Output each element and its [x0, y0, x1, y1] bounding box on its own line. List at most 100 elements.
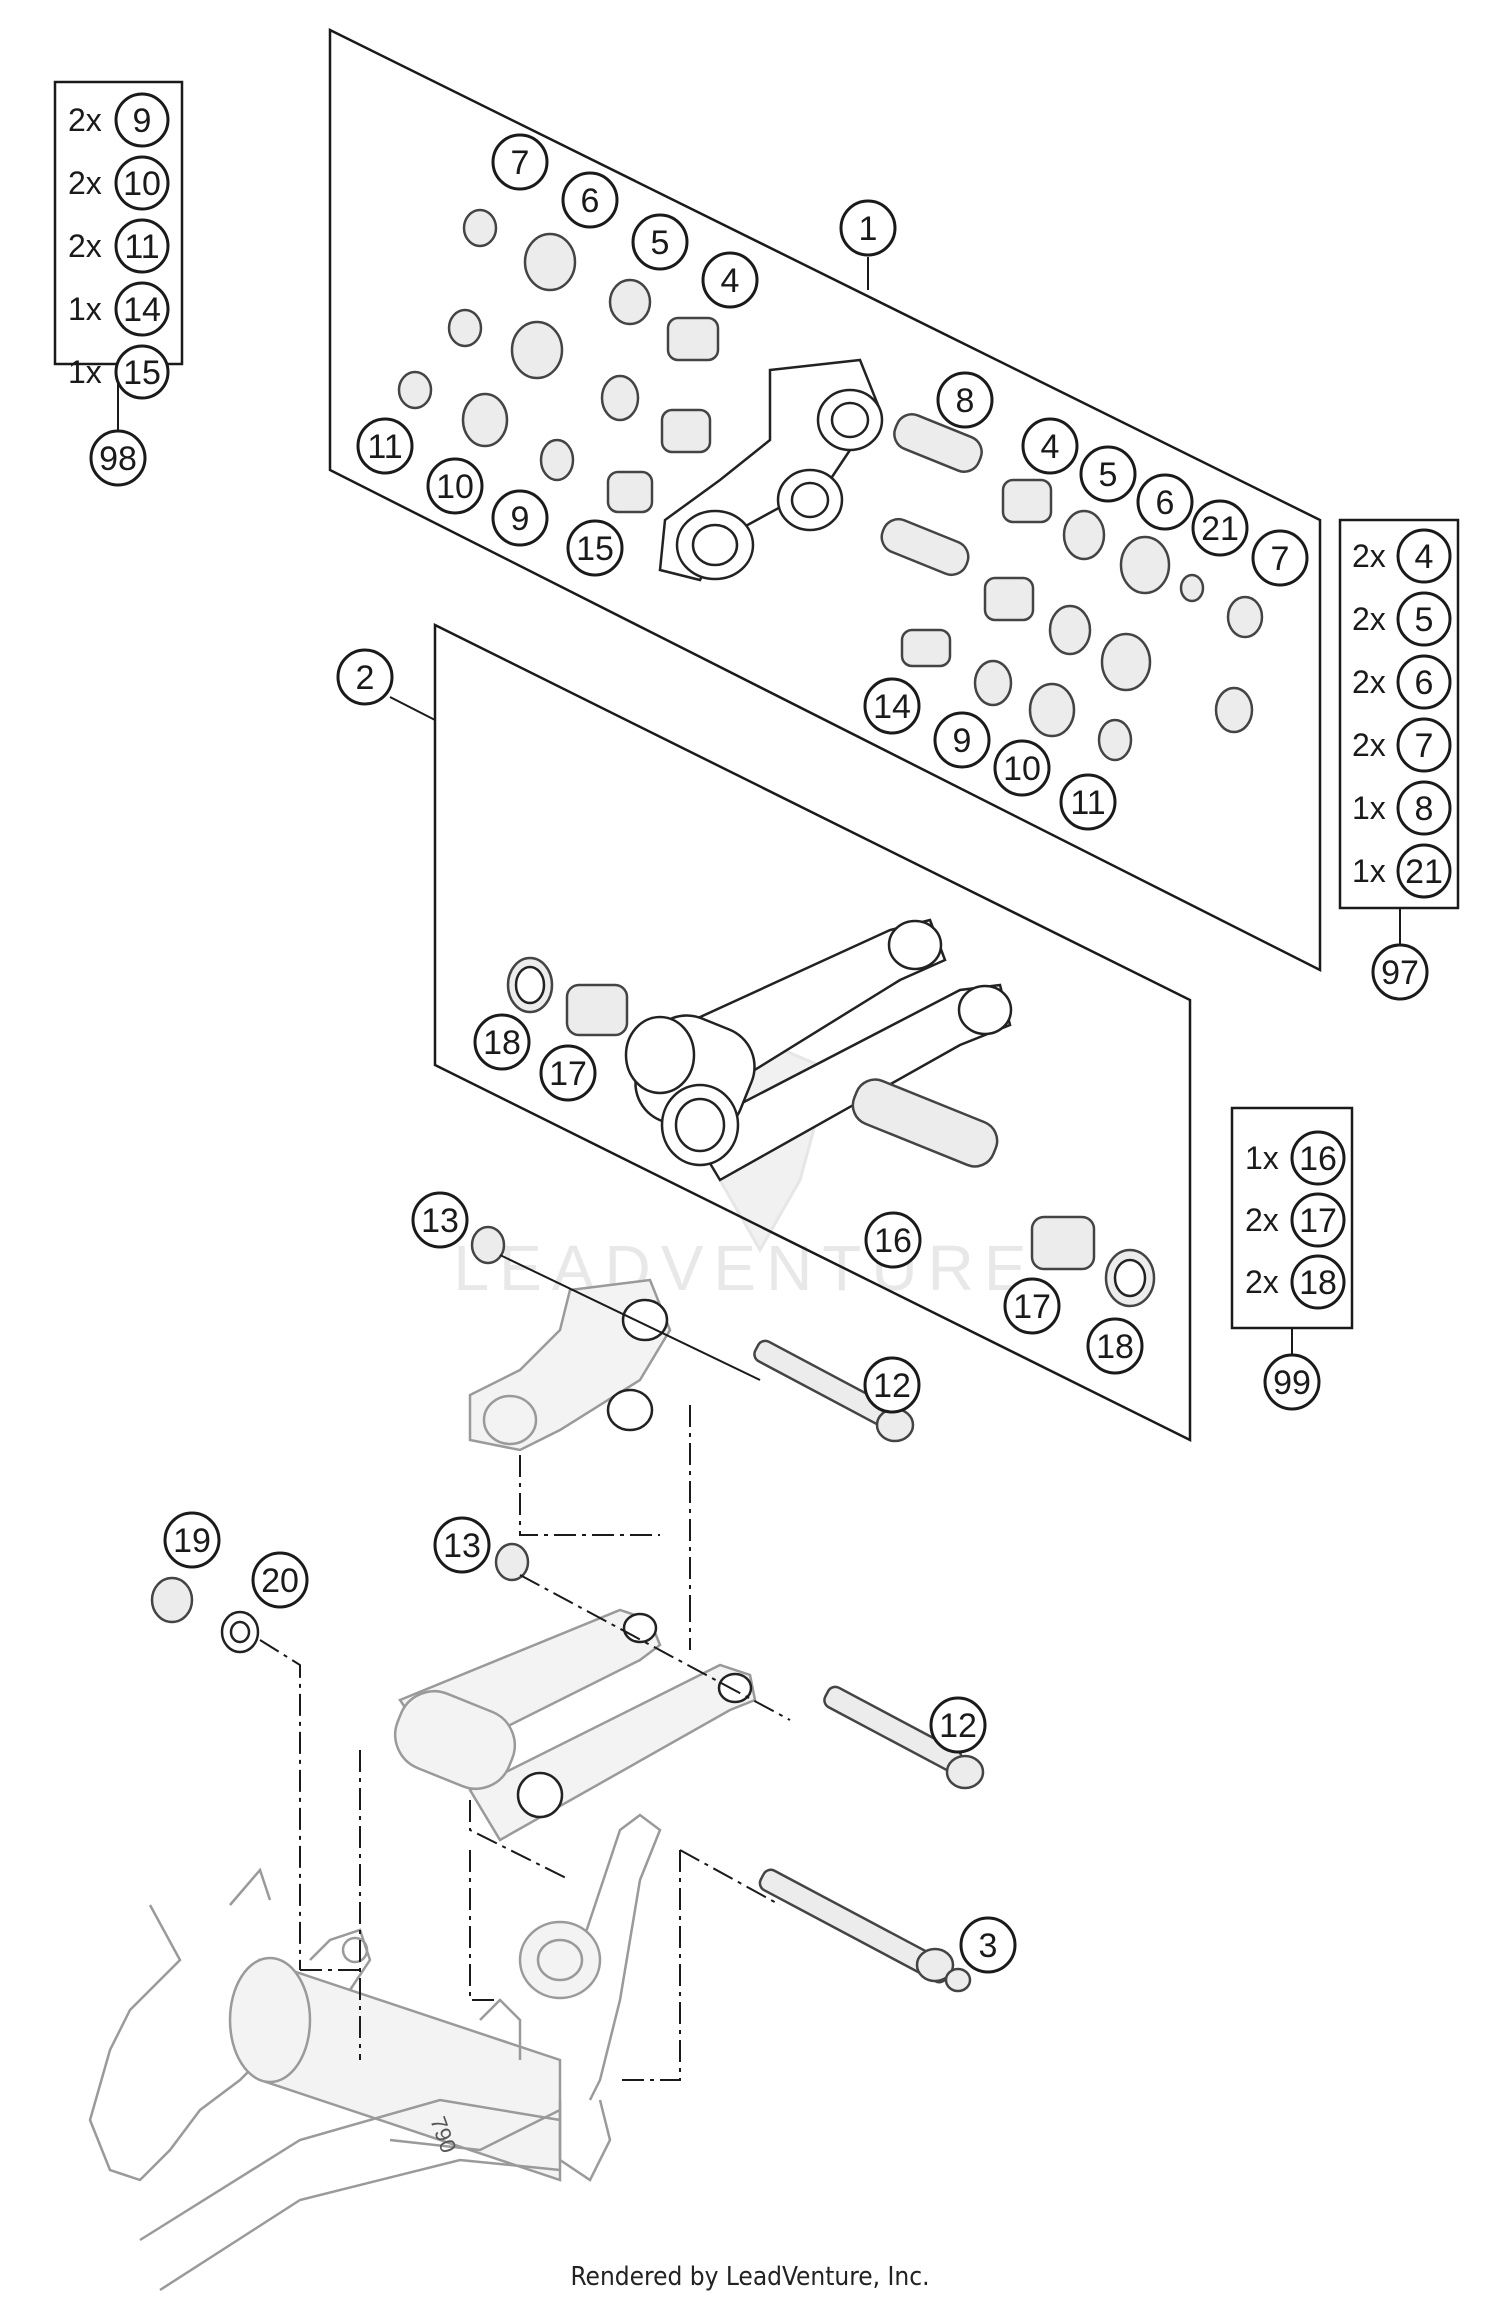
kit-97-qty: 2x — [1352, 601, 1386, 637]
kit-97-part-number: 21 — [1405, 853, 1443, 891]
kit-98-part-number: 10 — [123, 165, 161, 203]
callout-c1: 1 — [839, 199, 897, 257]
callout-c19: 19 — [163, 1511, 221, 1569]
callout-number: 8 — [956, 382, 975, 420]
callout-c5a: 5 — [631, 213, 689, 271]
callout-circle — [163, 1511, 221, 1569]
panel-1-outline — [328, 27, 1322, 973]
kit-99-qty: 2x — [1245, 1264, 1279, 1300]
callout-c14: 14 — [863, 677, 921, 735]
kit-98-part-number: 14 — [123, 291, 161, 329]
callout-number: 18 — [483, 1024, 521, 1062]
callout-number: 4 — [1041, 428, 1060, 466]
callout-c10a: 10 — [426, 457, 484, 515]
callout-circle — [356, 417, 414, 475]
kit-97-qty: 2x — [1352, 664, 1386, 700]
kit-99-part-circle — [1290, 1130, 1346, 1186]
callout-number: 5 — [1099, 456, 1118, 494]
kit-99-id-number: 99 — [1273, 1364, 1311, 1402]
watermark-text: LEADVENTURE — [454, 1232, 1037, 1304]
kit-98-part-circle — [114, 281, 170, 337]
callout-circle — [936, 371, 994, 429]
callout-circle — [426, 457, 484, 515]
callout-c12a: 12 — [863, 1356, 921, 1414]
callout-c17b: 17 — [1003, 1277, 1061, 1335]
callout-circle — [251, 1551, 309, 1609]
kit-98-qty: 2x — [68, 228, 102, 264]
callout-number: 19 — [173, 1522, 211, 1560]
callout-c3: 3 — [959, 1916, 1017, 1974]
callout-circle — [959, 1916, 1017, 1974]
callout-number: 12 — [873, 1367, 911, 1405]
kit-97-part-circle — [1396, 528, 1452, 584]
kit-98-qty: 1x — [68, 291, 102, 327]
part-callouts: 1234455667789910101111121213131415161717… — [163, 133, 1309, 1974]
callout-number: 3 — [979, 1927, 998, 1965]
kit-99-part-circle — [1290, 1192, 1346, 1248]
callout-circle — [864, 1211, 922, 1269]
callout-number: 1 — [859, 210, 878, 248]
kit-98-part-circle — [114, 218, 170, 274]
kit-99-part-number: 18 — [1299, 1264, 1337, 1302]
kit-99-qty: 2x — [1245, 1202, 1279, 1238]
callout-circle — [336, 648, 394, 706]
kit-97-part-number: 4 — [1415, 538, 1434, 576]
panel-1-parts — [397, 208, 1264, 762]
callout-c8: 8 — [936, 371, 994, 429]
callout-leaders — [389, 257, 869, 721]
callout-circle — [491, 133, 549, 191]
callout-circle — [1191, 499, 1249, 557]
callout-circle — [863, 1356, 921, 1414]
kit-97-part-number: 7 — [1415, 727, 1434, 765]
callout-number: 13 — [421, 1202, 459, 1240]
callout-c11b: 11 — [1059, 773, 1117, 831]
callout-circle — [1086, 1317, 1144, 1375]
kit-97-qty: 2x — [1352, 538, 1386, 574]
upper-rocker-part — [658, 358, 884, 582]
callout-c18a: 18 — [473, 1013, 531, 1071]
callout-circle — [839, 199, 897, 257]
kit-97-part-circle — [1396, 780, 1452, 836]
kit-99-qty: 1x — [1245, 1140, 1279, 1176]
callout-c4a: 4 — [701, 251, 759, 309]
callout-circle — [1003, 1277, 1061, 1335]
kit-98-id-circle — [89, 429, 147, 487]
callout-number: 12 — [939, 1707, 977, 1745]
callout-c12b: 12 — [929, 1696, 987, 1754]
callout-number: 17 — [549, 1055, 587, 1093]
callout-c21: 21 — [1191, 499, 1249, 557]
callout-c13b: 13 — [433, 1516, 491, 1574]
callout-circle — [473, 1013, 531, 1071]
panel-2-outline — [433, 622, 1192, 1443]
callout-number: 20 — [261, 1562, 299, 1600]
callout-number: 9 — [953, 722, 972, 760]
kit-98-part-number: 15 — [123, 354, 161, 392]
callout-circle — [491, 489, 549, 547]
callout-circle — [566, 519, 624, 577]
callout-number: 6 — [1156, 484, 1175, 522]
callout-c5b: 5 — [1079, 445, 1137, 503]
callout-circle — [539, 1044, 597, 1102]
callout-circle — [433, 1516, 491, 1574]
callout-circle — [701, 251, 759, 309]
kit-97-part-circle — [1396, 591, 1452, 647]
kit-97-part-number: 5 — [1415, 601, 1434, 639]
callout-circle — [561, 171, 619, 229]
assembly-parts: 790 — [88, 1225, 985, 2292]
callout-circle — [929, 1696, 987, 1754]
callout-c11a: 11 — [356, 417, 414, 475]
callout-number: 11 — [367, 428, 402, 466]
callout-c20: 20 — [251, 1551, 309, 1609]
callout-number: 13 — [443, 1527, 481, 1565]
callout-number: 9 — [511, 500, 530, 538]
callout-number: 6 — [581, 182, 600, 220]
kit-99-part-number: 16 — [1299, 1140, 1337, 1178]
swingarm-frame-ghost: 790 — [88, 1813, 662, 2292]
callout-c15: 15 — [566, 519, 624, 577]
callout-number: 2 — [356, 659, 375, 697]
kit-97-qty: 1x — [1352, 853, 1386, 889]
callout-c10b: 10 — [993, 739, 1051, 797]
callout-circle — [631, 213, 689, 271]
